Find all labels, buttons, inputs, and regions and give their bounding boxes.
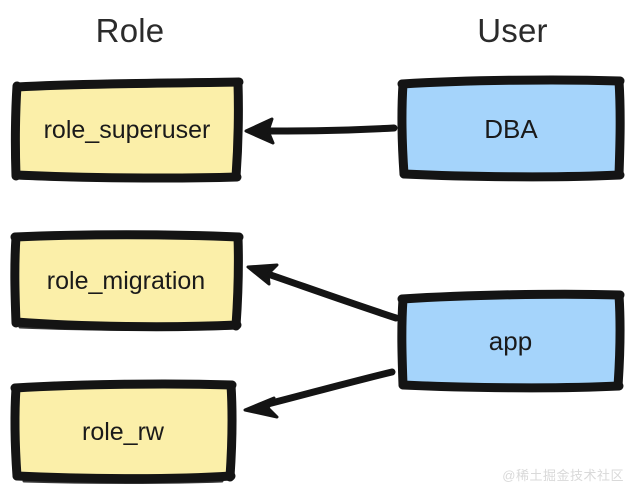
node-label: role_rw	[82, 417, 164, 446]
edge-app-to-role-rw	[243, 368, 396, 419]
arrowhead	[244, 117, 275, 145]
node-label: DBA	[484, 113, 538, 144]
node-label: role_migration	[46, 266, 206, 295]
arrowhead	[246, 263, 279, 286]
edge-dba-to-role-superuser	[244, 117, 398, 145]
watermark: @稀土掘金技术社区	[502, 468, 624, 483]
column-header-user: User	[477, 12, 548, 49]
edge-app-to-role-migration	[246, 263, 400, 322]
node-label: app	[488, 326, 533, 356]
node-label: role_superuser	[43, 115, 211, 144]
arrowhead	[243, 396, 279, 419]
column-header-role: Role	[95, 12, 165, 49]
